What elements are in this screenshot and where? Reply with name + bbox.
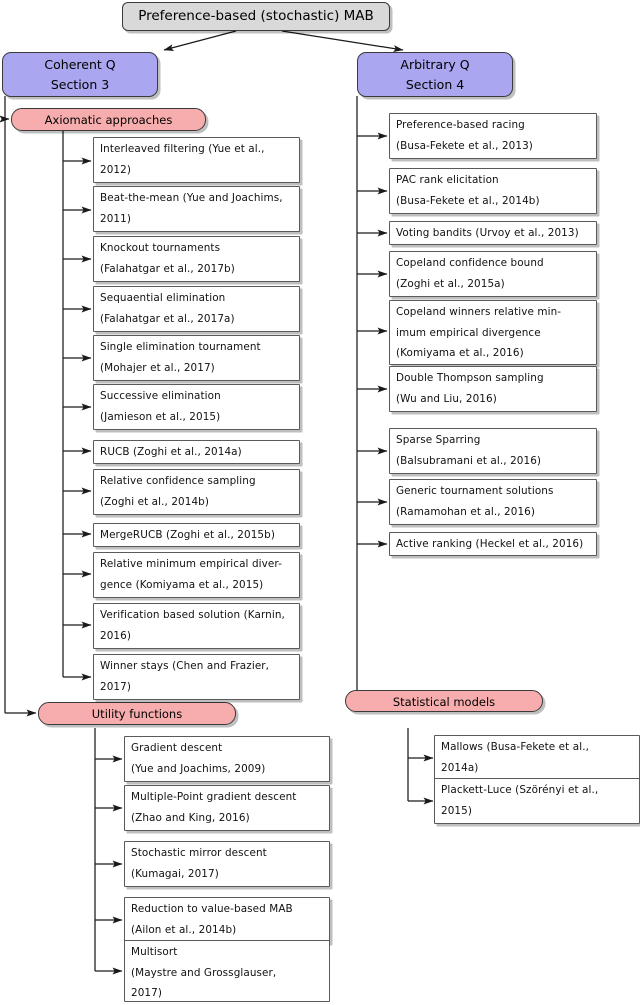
leaf-node[interactable]: Preference-based racing (Busa-Fekete et … bbox=[389, 113, 597, 159]
category-label-statistical: Statistical models bbox=[392, 695, 496, 709]
leaf-node[interactable]: Knockout tournaments (Falahatgar et al.,… bbox=[93, 236, 300, 282]
leaf-node[interactable]: Mallows (Busa-Fekete et al., 2014a) bbox=[434, 735, 640, 781]
leaf-node[interactable]: Generic tournament solutions (Ramamohan … bbox=[389, 479, 597, 525]
leaf-label: Sequaential elimination (Falahatgar et a… bbox=[100, 292, 235, 325]
leaf-label: Interleaved filtering (Yue et al., 2012) bbox=[100, 143, 265, 176]
section-node-arbitrary-q[interactable]: Arbitrary Q Section 4 bbox=[357, 52, 513, 97]
leaf-label: Multiple-Point gradient descent (Zhao an… bbox=[131, 791, 297, 824]
leaf-node[interactable]: Double Thompson sampling (Wu and Liu, 20… bbox=[389, 366, 597, 412]
leaf-node[interactable]: Sequaential elimination (Falahatgar et a… bbox=[93, 286, 300, 332]
leaf-node[interactable]: Verification based solution (Karnin, 201… bbox=[93, 603, 300, 649]
leaf-label: Beat-the-mean (Yue and Joachims, 2011) bbox=[100, 192, 283, 225]
leaf-node[interactable]: Relative confidence sampling (Zoghi et a… bbox=[93, 469, 300, 515]
leaf-node[interactable]: Single elimination tournament (Mohajer e… bbox=[93, 335, 300, 381]
leaf-label: PAC rank elicitation (Busa-Fekete et al.… bbox=[396, 174, 540, 207]
leaf-label: Stochastic mirror descent (Kumagai, 2017… bbox=[131, 847, 267, 880]
leaf-label: Successive elimination (Jamieson et al.,… bbox=[100, 390, 221, 423]
section-title-arbitrary: Arbitrary Q bbox=[400, 57, 470, 72]
leaf-label: Gradient descent (Yue and Joachims, 2009… bbox=[131, 742, 266, 775]
leaf-label: Multisort (Maystre and Grossglauser, 201… bbox=[131, 946, 277, 999]
leaf-label: Generic tournament solutions (Ramamohan … bbox=[396, 485, 554, 518]
leaf-node[interactable]: Interleaved filtering (Yue et al., 2012) bbox=[93, 137, 300, 183]
leaf-label: MergeRUCB (Zoghi et al., 2015b) bbox=[100, 529, 275, 541]
leaf-label: Single elimination tournament (Mohajer e… bbox=[100, 341, 261, 374]
root-label: Preference-based (stochastic) MAB bbox=[138, 8, 374, 24]
leaf-node[interactable]: Successive elimination (Jamieson et al.,… bbox=[93, 384, 300, 430]
leaf-label: Relative minimum empirical diver- gence … bbox=[100, 558, 282, 591]
leaf-label: Verification based solution (Karnin, 201… bbox=[100, 609, 285, 642]
leaf-node[interactable]: Reduction to value-based MAB (Ailon et a… bbox=[124, 897, 330, 943]
leaf-node[interactable]: Voting bandits (Urvoy et al., 2013) bbox=[389, 221, 597, 245]
category-node-statistical-models[interactable]: Statistical models bbox=[345, 690, 543, 712]
leaf-node[interactable]: Stochastic mirror descent (Kumagai, 2017… bbox=[124, 841, 330, 887]
leaf-node[interactable]: Multisort (Maystre and Grossglauser, 201… bbox=[124, 940, 330, 1002]
leaf-node[interactable]: Multiple-Point gradient descent (Zhao an… bbox=[124, 785, 330, 831]
leaf-label: Relative confidence sampling (Zoghi et a… bbox=[100, 475, 256, 508]
category-label-axiomatic: Axiomatic approaches bbox=[44, 113, 173, 127]
category-node-axiomatic-approaches[interactable]: Axiomatic approaches bbox=[11, 108, 206, 131]
leaf-label: RUCB (Zoghi et al., 2014a) bbox=[100, 446, 242, 458]
leaf-node[interactable]: Gradient descent (Yue and Joachims, 2009… bbox=[124, 736, 330, 782]
root-node[interactable]: Preference-based (stochastic) MAB bbox=[122, 2, 390, 31]
leaf-label: Copeland winners relative min- imum empi… bbox=[396, 306, 562, 359]
leaf-label: Reduction to value-based MAB (Ailon et a… bbox=[131, 903, 293, 936]
leaf-node[interactable]: Copeland confidence bound (Zoghi et al.,… bbox=[389, 251, 597, 297]
leaf-label: Winner stays (Chen and Frazier, 2017) bbox=[100, 660, 270, 693]
leaf-node[interactable]: RUCB (Zoghi et al., 2014a) bbox=[93, 440, 300, 464]
leaf-node[interactable]: PAC rank elicitation (Busa-Fekete et al.… bbox=[389, 168, 597, 214]
section-sub-arbitrary: Section 4 bbox=[405, 77, 465, 92]
section-title-coherent: Coherent Q bbox=[44, 57, 116, 72]
leaf-label: Active ranking (Heckel et al., 2016) bbox=[396, 538, 584, 550]
leaf-label: Copeland confidence bound (Zoghi et al.,… bbox=[396, 257, 544, 290]
leaf-node[interactable]: Active ranking (Heckel et al., 2016) bbox=[389, 532, 597, 556]
leaf-node[interactable]: Beat-the-mean (Yue and Joachims, 2011) bbox=[93, 186, 300, 232]
leaf-node[interactable]: Plackett-Luce (Szörényi et al., 2015) bbox=[434, 778, 640, 824]
leaf-label: Plackett-Luce (Szörényi et al., 2015) bbox=[441, 784, 599, 817]
leaf-label: Double Thompson sampling (Wu and Liu, 20… bbox=[396, 372, 544, 405]
leaf-label: Voting bandits (Urvoy et al., 2013) bbox=[396, 227, 579, 239]
leaf-node[interactable]: Copeland winners relative min- imum empi… bbox=[389, 300, 597, 365]
leaf-node[interactable]: Relative minimum empirical diver- gence … bbox=[93, 552, 300, 598]
leaf-node[interactable]: Winner stays (Chen and Frazier, 2017) bbox=[93, 654, 300, 700]
section-sub-coherent: Section 3 bbox=[50, 77, 110, 92]
category-node-utility-functions[interactable]: Utility functions bbox=[38, 702, 236, 725]
category-label-utility: Utility functions bbox=[91, 707, 183, 721]
leaf-label: Preference-based racing (Busa-Fekete et … bbox=[396, 119, 533, 152]
leaf-node[interactable]: Sparse Sparring (Balsubramani et al., 20… bbox=[389, 428, 597, 474]
section-node-coherent-q[interactable]: Coherent Q Section 3 bbox=[2, 52, 158, 97]
leaf-label: Knockout tournaments (Falahatgar et al.,… bbox=[100, 242, 235, 275]
leaf-node[interactable]: MergeRUCB (Zoghi et al., 2015b) bbox=[93, 523, 300, 547]
leaf-label: Mallows (Busa-Fekete et al., 2014a) bbox=[441, 741, 590, 774]
leaf-label: Sparse Sparring (Balsubramani et al., 20… bbox=[396, 434, 542, 467]
